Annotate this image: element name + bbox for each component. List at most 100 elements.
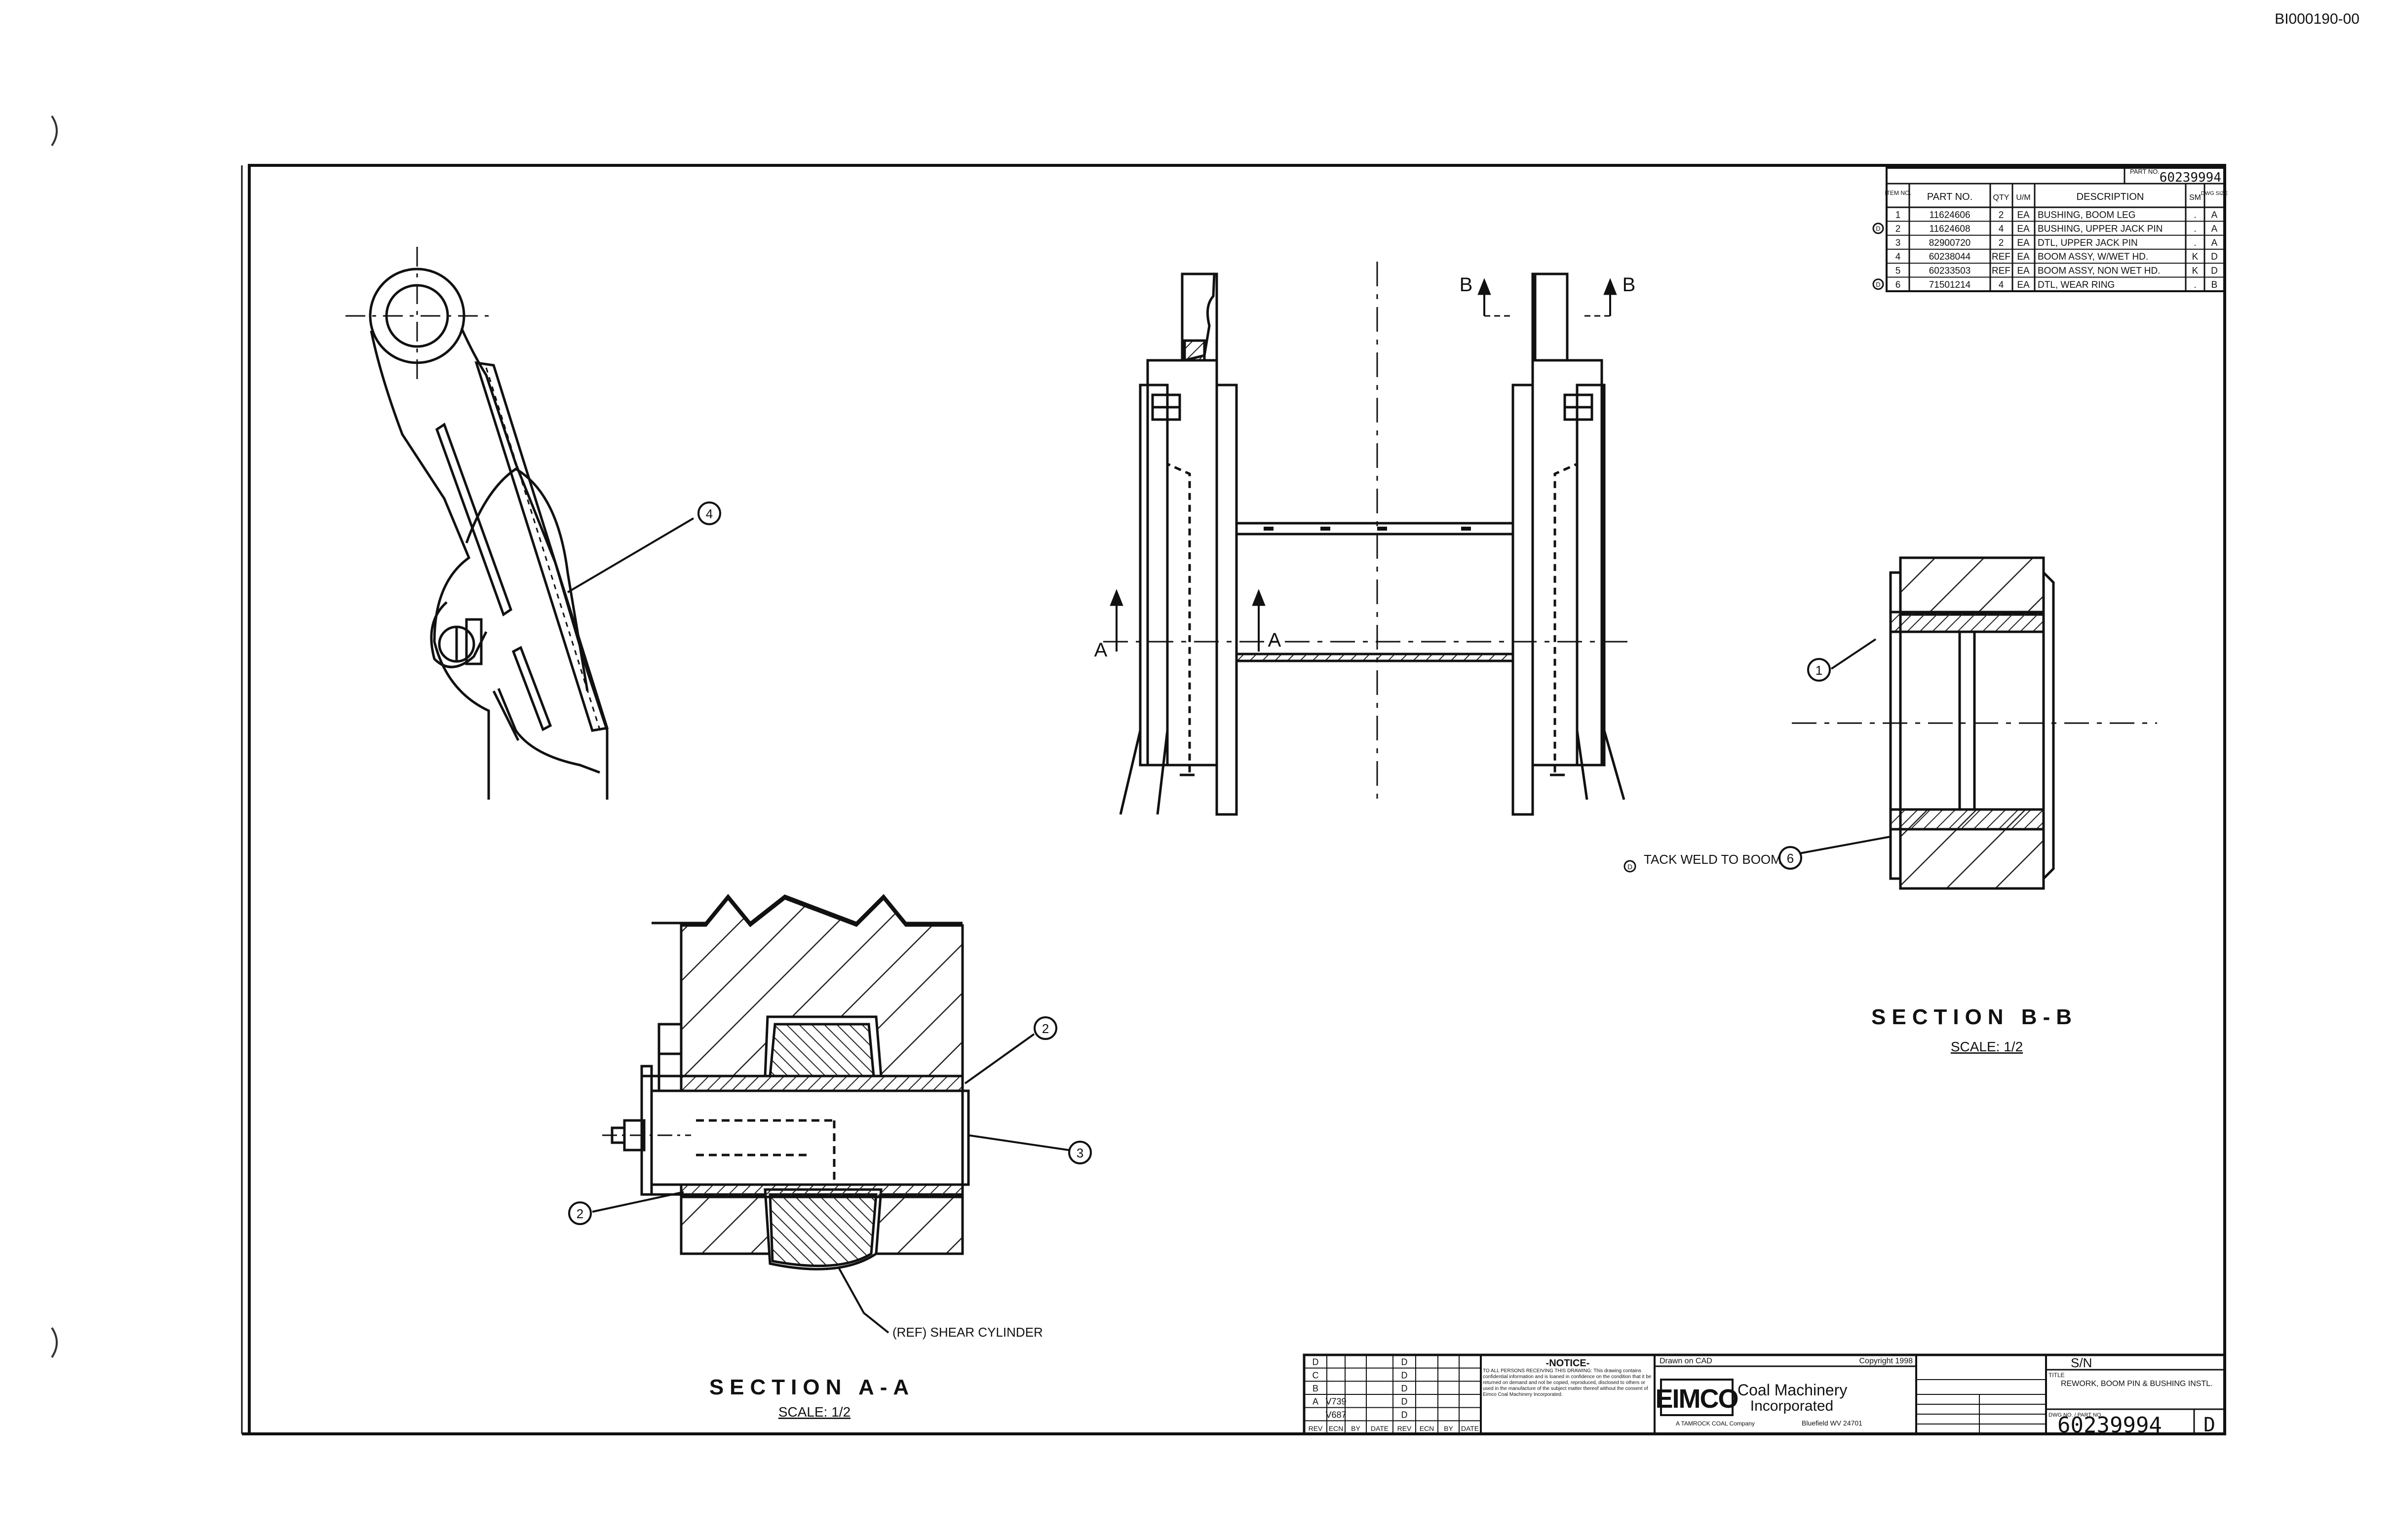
callout-1: 1	[1807, 658, 1831, 682]
section-b-marker-right: B	[1622, 274, 1636, 296]
svg-text:3: 3	[1077, 1146, 1083, 1160]
rev-cell: D	[1401, 1397, 1408, 1407]
rev-cell: D	[1401, 1357, 1408, 1367]
bom-cell-desc: BUSHING, UPPER JACK PIN	[2038, 224, 2163, 234]
bom-header-item: ITEM NO.	[1885, 190, 1911, 196]
drawn-on-cad: Drawn on CAD	[1660, 1357, 1712, 1365]
tack-weld-note: D TACK WELD TO BOOM	[1623, 852, 1781, 873]
bom-cell-desc: DTL, UPPER JACK PIN	[2038, 238, 2138, 248]
section-aa-scale: SCALE: 1/2	[778, 1404, 850, 1420]
svg-text:2: 2	[1042, 1021, 1049, 1036]
bom-cell-item: 3	[1895, 238, 1901, 248]
section-bb-title: SECTION B-B	[1871, 1005, 2078, 1029]
bom-cell-sm: K	[2192, 266, 2199, 276]
bom-cell-part: 82900720	[1929, 238, 1971, 248]
company-name-line1: Coal Machinery	[1738, 1381, 1847, 1399]
document-id: BI000190-00	[2275, 11, 2359, 27]
bom-cell-item: 2	[1895, 224, 1901, 234]
ref-shear-cylinder-label: (REF) SHEAR CYLINDER	[892, 1325, 1043, 1340]
bom-cell-sm: .	[2194, 224, 2196, 234]
callout-6: 6	[1778, 846, 1802, 870]
section-bb-view	[1792, 556, 2157, 890]
bom-header-desc: DESCRIPTION	[2077, 192, 2144, 202]
company-city: Bluefield WV 24701	[1802, 1419, 1862, 1427]
section-aa-title: SECTION A-A	[709, 1375, 915, 1399]
bom-cell-item: 5	[1895, 266, 1901, 276]
bom-cell-um: EA	[2017, 280, 2030, 290]
eimco-logo: EIMCO	[1655, 1384, 1738, 1414]
bom-header-sm: SM	[2189, 193, 2201, 202]
bom-header-part: PART NO.	[1927, 192, 1972, 202]
rev-cell: D	[1313, 1357, 1319, 1367]
rev-header: REV	[1397, 1424, 1412, 1432]
rev-cell: D	[1401, 1370, 1408, 1380]
bom-cell-qty: REF	[1992, 266, 2010, 276]
bom-cell-um: EA	[2017, 238, 2030, 248]
bom-cell-part: 11624608	[1929, 224, 1970, 234]
rev-cell: C	[1313, 1370, 1319, 1380]
rev-header: REV	[1309, 1424, 1323, 1432]
svg-text:6: 6	[1787, 851, 1794, 866]
rev-header: ECN	[1420, 1424, 1434, 1432]
revision-letter: D	[2203, 1414, 2215, 1436]
bom-cell-item: 6	[1895, 280, 1901, 290]
notice-title: -NOTICE-	[1546, 1358, 1590, 1369]
section-a-marker-right: A	[1268, 629, 1281, 651]
svg-text:TACK WELD TO BOOM: TACK WELD TO BOOM	[1644, 852, 1781, 867]
boom-arm-side-view	[346, 247, 695, 800]
dwg-no-label: DWG NO. / PART NO.	[2048, 1412, 2102, 1418]
bom-cell-desc: BOOM ASSY, W/WET HD.	[2038, 252, 2148, 262]
bom-cell-sm: .	[2194, 210, 2196, 220]
rev-cell: D	[1401, 1384, 1408, 1393]
company-name-line2: Incorporated	[1750, 1398, 1833, 1414]
section-bb-scale: SCALE: 1/2	[1951, 1039, 2023, 1054]
bom-cell-sm: K	[2192, 252, 2199, 262]
callout-3: 3	[1068, 1141, 1092, 1164]
bom-cell-part: 60238044	[1929, 252, 1971, 262]
bom-rev-marker	[1872, 278, 1884, 290]
bom-rev-marker	[1872, 223, 1884, 234]
section-aa-view	[592, 894, 1069, 1334]
rev-header: BY	[1444, 1424, 1453, 1432]
bom-cell-part: 71501214	[1929, 280, 1971, 290]
bom-cell-desc: BUSHING, BOOM LEG	[2038, 210, 2135, 220]
bom-rev-marker-letter: D	[1876, 281, 1880, 288]
bom-cell-desc: DTL, WEAR RING	[2038, 280, 2115, 290]
bom-cell-size: A	[2211, 210, 2218, 220]
section-b-marker-left: B	[1460, 274, 1473, 296]
bom-cell-qty: REF	[1992, 252, 2010, 262]
copyright: Copyright 1998	[1859, 1357, 1913, 1365]
title-label: TITLE	[2048, 1372, 2065, 1379]
bom-cell-um: EA	[2017, 252, 2030, 262]
bom-rev-marker-letter: D	[1876, 225, 1880, 232]
bom-cell-sm: .	[2194, 280, 2196, 290]
drawing-title: REWORK, BOOM PIN & BUSHING INSTL.	[2061, 1380, 2213, 1388]
bom-cell-size: B	[2211, 280, 2218, 290]
rev-cell: A	[1313, 1397, 1318, 1407]
bom-cell-size: D	[2211, 266, 2218, 276]
bom-cell-item: 4	[1895, 252, 1901, 262]
bom-part-no-label: PART NO.	[2130, 168, 2160, 175]
company-subtitle: A TAMROCK COAL Company	[1676, 1420, 1755, 1427]
rev-header: BY	[1351, 1424, 1360, 1432]
bom-cell-qty: 4	[1999, 224, 2004, 234]
rev-header: DATE	[1371, 1424, 1389, 1432]
bom-header-qty: QTY	[1993, 193, 2009, 202]
bom-cell-um: EA	[2017, 266, 2030, 276]
scan-mark	[51, 1327, 58, 1358]
bom-cell-part: 11624606	[1929, 210, 1970, 220]
rev-cell: V687	[1325, 1410, 1346, 1420]
bom-cell-sm: .	[2194, 238, 2196, 248]
bom-part-no: 60239994	[2160, 170, 2221, 185]
bom-header-um: U/M	[2016, 193, 2030, 202]
bom-cell-size: A	[2211, 238, 2218, 248]
svg-text:4: 4	[706, 506, 713, 521]
serial-number-label: S/N	[2071, 1355, 2092, 1370]
scan-mark	[51, 115, 58, 147]
svg-text:1: 1	[1816, 663, 1822, 678]
bom-cell-qty: 2	[1999, 210, 2004, 220]
bill-of-materials: PART NO. 60239994 ITEM NO. PART NO. QTY …	[1872, 167, 2228, 292]
callout-2-top: 2	[1034, 1016, 1057, 1040]
